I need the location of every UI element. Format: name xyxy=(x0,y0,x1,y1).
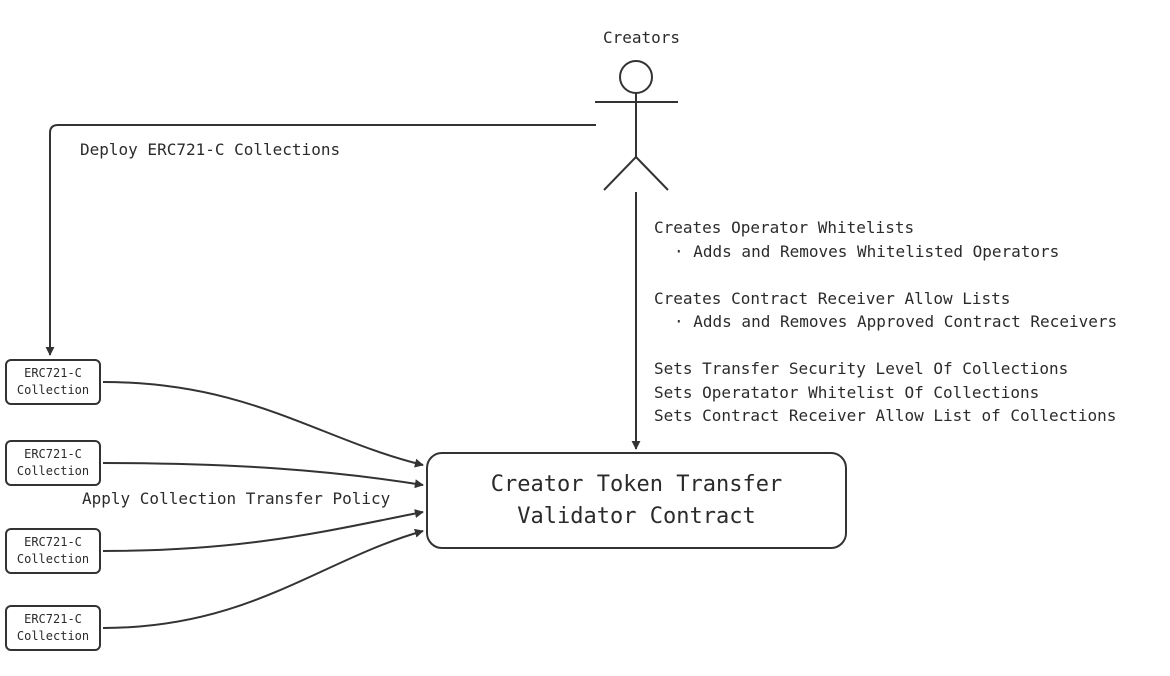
notes-group3-line2: Sets Operatator Whitelist Of Collections xyxy=(654,382,1040,402)
creators-actor-icon xyxy=(595,60,678,191)
collection-4-arrow xyxy=(102,528,424,629)
notes-spacer xyxy=(654,263,1117,287)
creators-label: Creators xyxy=(603,28,681,47)
notes-group2-bullet: · Adds and Removes Approved Contract Rec… xyxy=(674,312,1118,331)
erc721c-collection-box: ERC721-C Collection xyxy=(5,605,101,651)
collection-2-arrow xyxy=(102,462,424,489)
actor-left-leg-icon xyxy=(603,156,637,191)
actor-head-icon xyxy=(619,60,653,94)
collection-title: ERC721-C xyxy=(24,612,82,626)
collection-subtitle: Collection xyxy=(16,552,90,566)
validator-title-line1: Creator Token Transfer xyxy=(490,471,783,497)
notes-group1-title: Creates Operator Whitelists xyxy=(654,218,915,237)
collection-subtitle: Collection xyxy=(16,629,90,643)
collection-subtitle: Collection xyxy=(16,464,90,478)
collection-subtitle: Collection xyxy=(16,383,90,397)
validator-contract-box: Creator Token Transfer Validator Contrac… xyxy=(426,452,847,549)
actor-right-leg-icon xyxy=(635,156,669,191)
collection-1-arrow xyxy=(102,381,424,468)
erc721c-collection-box: ERC721-C Collection xyxy=(5,528,101,574)
notes-group1-bullet: · Adds and Removes Whitelisted Operators xyxy=(674,241,1060,261)
collection-3-arrow xyxy=(102,509,424,552)
notes-group2-title: Creates Contract Receiver Allow Lists xyxy=(654,288,1011,308)
collection-title: ERC721-C xyxy=(24,535,82,549)
deploy-collections-label: Deploy ERC721-C Collections xyxy=(80,140,341,159)
erc721c-collection-box: ERC721-C Collection xyxy=(5,359,101,405)
validator-title-line2: Validator Contract xyxy=(517,503,756,529)
deploy-arrow xyxy=(45,124,596,356)
creator-actions-notes: Creates Operator Whitelists · Adds and R… xyxy=(654,216,1117,428)
apply-policy-label: Apply Collection Transfer Policy xyxy=(82,489,391,508)
collection-title: ERC721-C xyxy=(24,447,82,461)
notes-group3-line1: Sets Transfer Security Level Of Collecti… xyxy=(654,359,1069,378)
notes-spacer xyxy=(654,334,1117,358)
erc721c-collection-box: ERC721-C Collection xyxy=(5,440,101,486)
notes-group3-line3: Sets Contract Receiver Allow List of Col… xyxy=(654,406,1117,425)
collection-title: ERC721-C xyxy=(24,366,82,380)
